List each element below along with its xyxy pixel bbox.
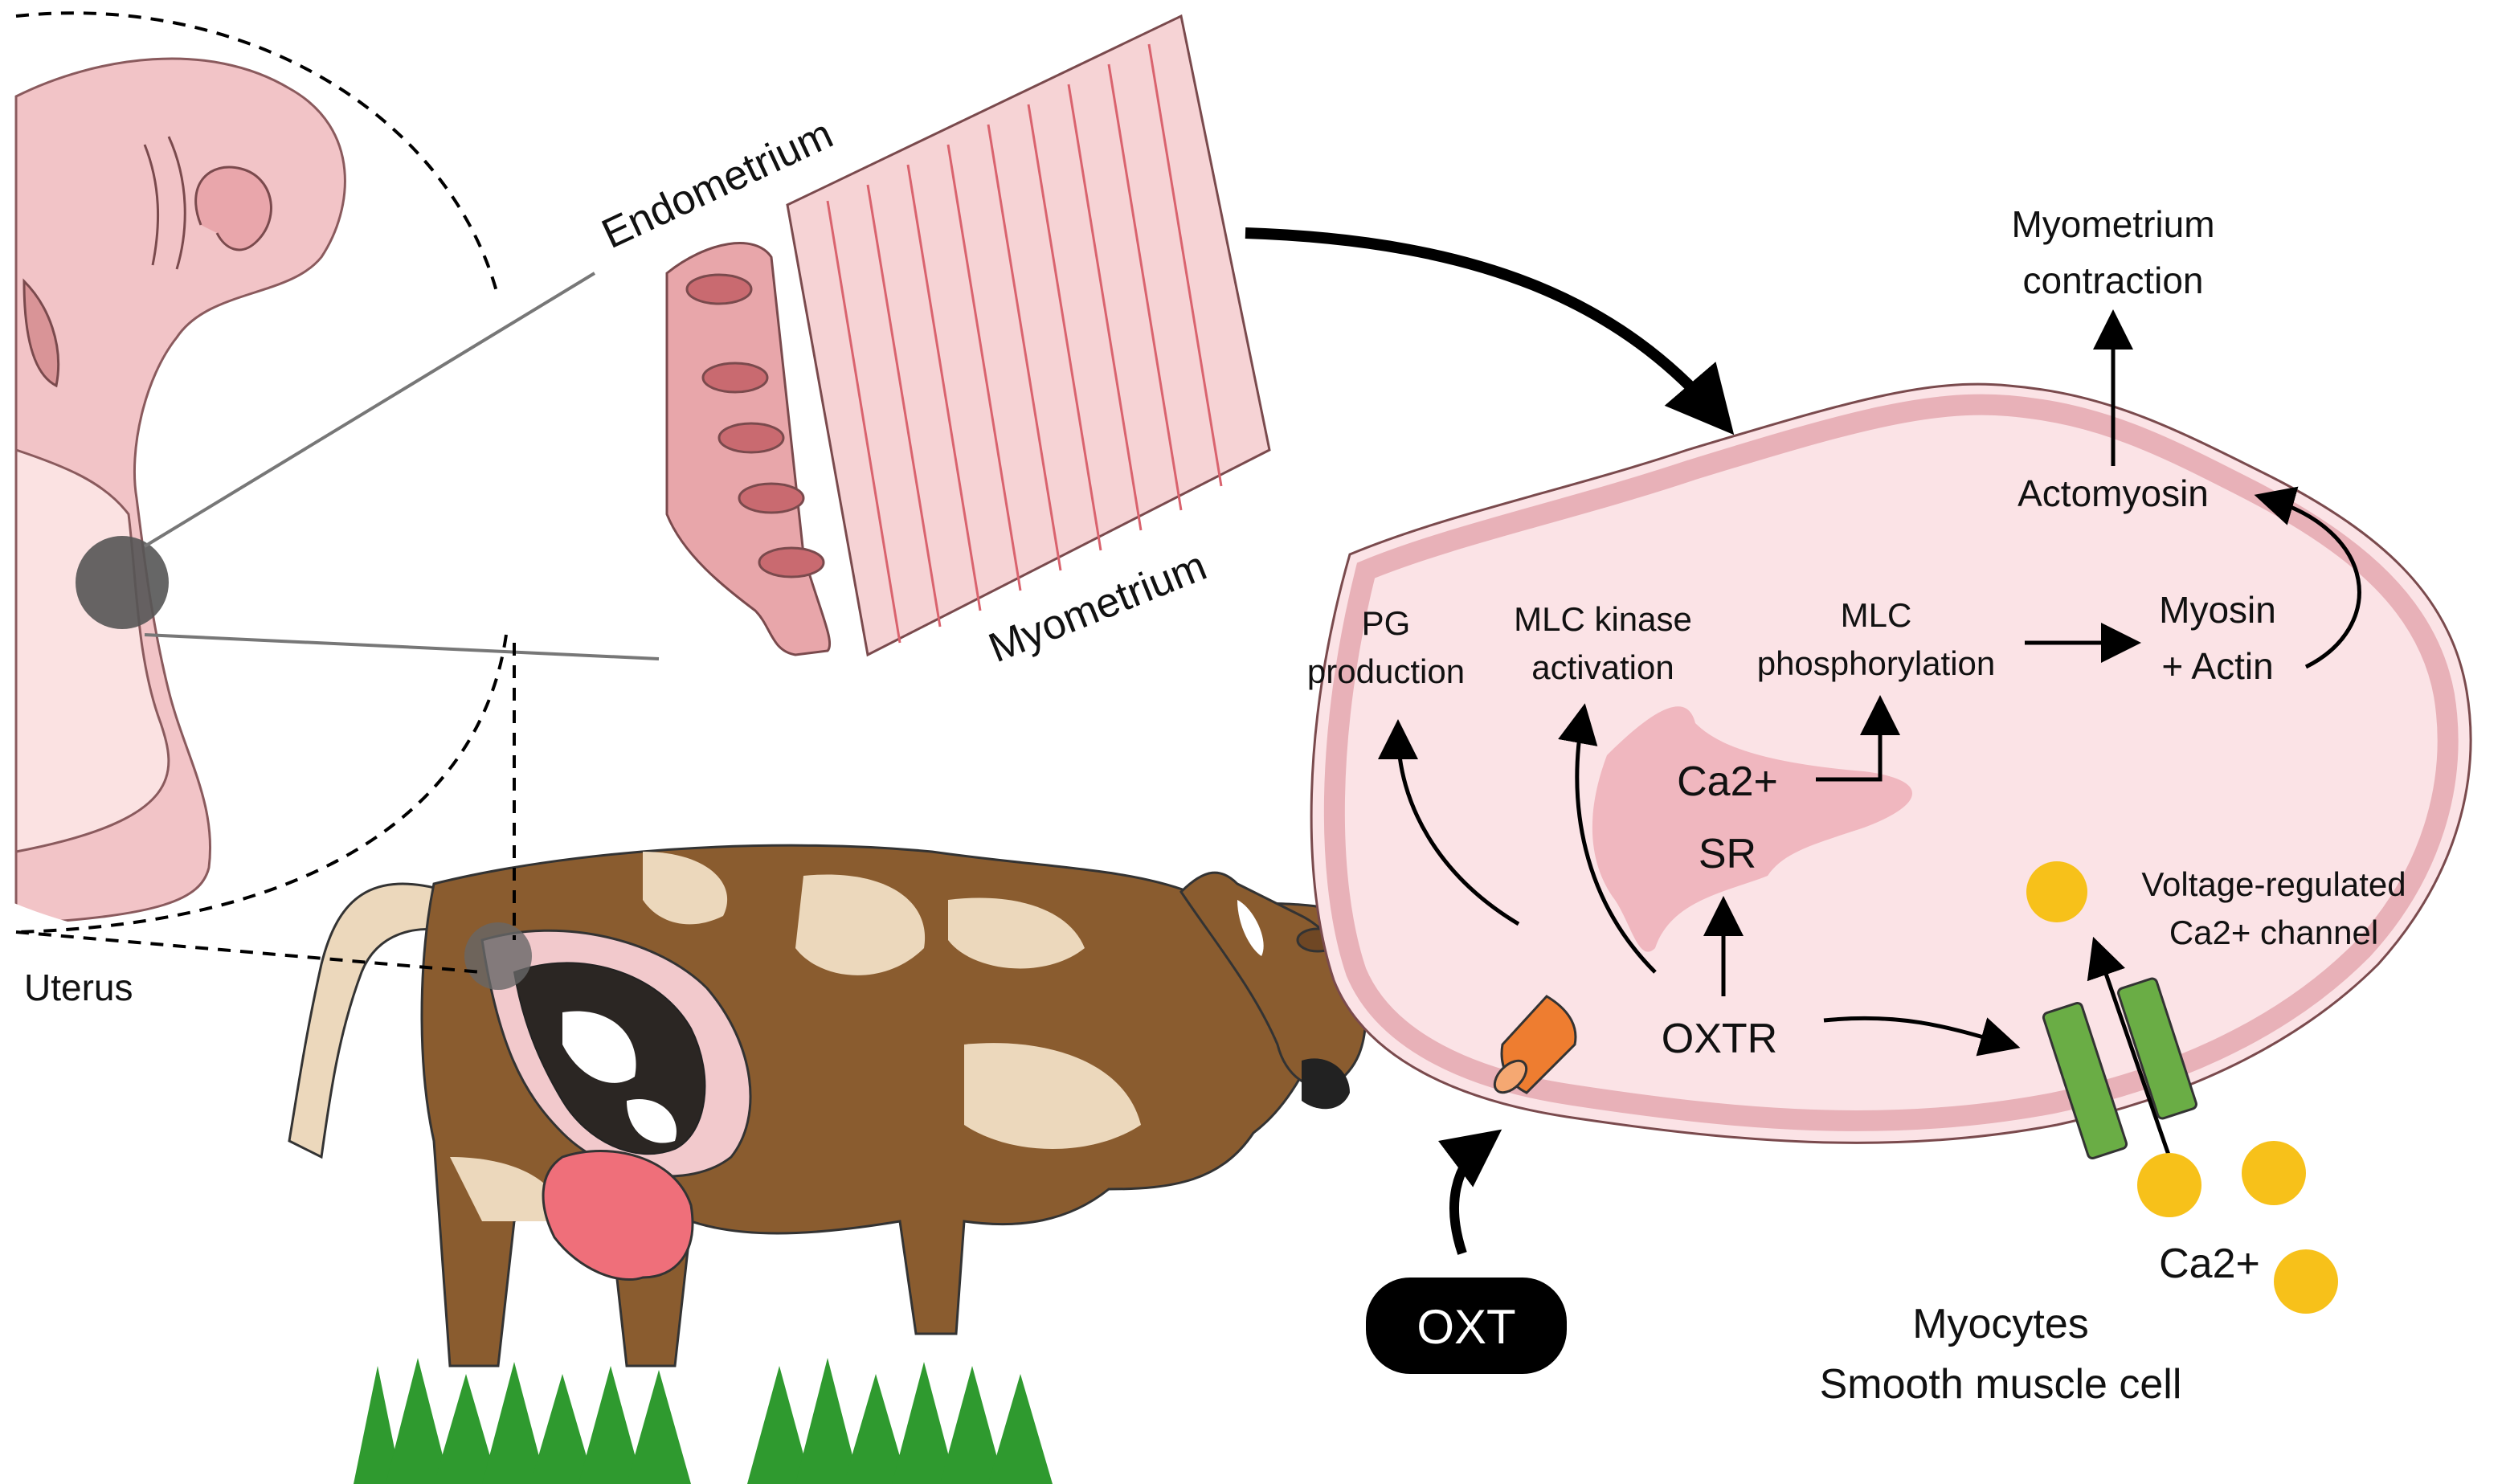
sarcoplasmic-reticulum — [1592, 706, 1912, 952]
uterus-fold — [194, 166, 272, 251]
cow-patch — [948, 897, 1085, 969]
arrow-oxtr-mlck — [1558, 703, 1657, 974]
myometrium-contraction-label-1: Myometrium — [2011, 203, 2214, 245]
cow-tail — [288, 882, 452, 1159]
channel-subunit-left — [2042, 1001, 2128, 1160]
zoom-arrow — [1245, 227, 1735, 435]
oxtr-receptor — [1493, 995, 1577, 1094]
myosin-label-1: Myosin — [2159, 589, 2276, 631]
gland — [685, 273, 753, 305]
arrow-oxtr-pg — [1378, 719, 1520, 926]
mlcp-label-2: phosphorylation — [1757, 644, 1996, 682]
gland — [701, 362, 769, 394]
cell-labels: Myometrium contraction Actomyosin PG pro… — [1307, 203, 2406, 1408]
cow-head — [1179, 871, 1367, 1089]
myosin-label-2: + Actin — [2161, 645, 2273, 687]
myocytes-label-1: Myocytes — [1912, 1301, 2089, 1347]
gland — [758, 546, 825, 578]
cow-illustration — [15, 643, 1367, 1367]
oxt-label: OXT — [1417, 1300, 1515, 1354]
vrc-label-2: Ca2+ channel — [2169, 914, 2378, 951]
myocyte-cell — [1310, 382, 2472, 1144]
calcium-ions — [2026, 861, 2338, 1314]
arrow-oxt-receptor — [1438, 1129, 1502, 1255]
uterus-label: Uterus — [24, 967, 133, 1008]
pathway-arrows — [1378, 309, 2361, 1158]
uterus-focus-dot — [464, 922, 532, 990]
pg-label-1: PG — [1362, 604, 1411, 642]
tissue-section: Endometrium Myometrium — [595, 14, 1271, 672]
uterus-zoom-panel: Uterus — [14, 11, 660, 1008]
zoom-focus-dot — [76, 536, 169, 629]
oxt-hormone: OXT — [1366, 1129, 1567, 1374]
gland — [738, 482, 805, 514]
zoom-line — [15, 930, 483, 974]
arrow-ca-phos — [1816, 695, 1900, 782]
zoom-circle-outline — [15, 11, 508, 934]
gland — [717, 422, 785, 454]
oxtr-label: OXTR — [1662, 1016, 1777, 1062]
cell-membrane — [1310, 382, 2472, 1144]
grass — [354, 1358, 1053, 1484]
calcium-ion — [2137, 1153, 2201, 1217]
mlcp-label-1: MLC — [1841, 596, 1912, 634]
pg-label-2: production — [1307, 652, 1465, 690]
cow-patch — [964, 1043, 1141, 1149]
actomyosin-label: Actomyosin — [2017, 472, 2209, 514]
ca-out-label: Ca2+ — [2159, 1241, 2260, 1287]
myometrium-block — [786, 14, 1271, 657]
calcium-ion — [2274, 1249, 2338, 1314]
cow-snout — [1302, 1058, 1350, 1110]
mlck-label-1: MLC kinase — [1514, 600, 1692, 638]
myocytes-label-2: Smooth muscle cell — [1820, 1361, 2182, 1408]
channel-subunit-right — [2117, 977, 2197, 1120]
cow-patch — [795, 874, 926, 975]
calcium-channel — [2042, 977, 2197, 1160]
ca-sr-label: Ca2+ — [1677, 758, 1778, 805]
cow-patch — [450, 1157, 562, 1221]
mlck-label-2: activation — [1531, 648, 1674, 686]
cow-patch — [643, 852, 728, 925]
cow-udder — [542, 1150, 694, 1282]
arrow-calcium-entry — [2087, 936, 2172, 1158]
calcium-ion — [2026, 861, 2087, 922]
arrow-oxtr-channel — [1823, 1016, 2021, 1057]
oxt-badge — [1366, 1278, 1567, 1374]
arrow-myosin-actomyosin — [2254, 486, 2361, 669]
myometrium-contraction-label-2: contraction — [2022, 260, 2203, 301]
cow-blaze — [1237, 900, 1264, 956]
sr-label: SR — [1699, 831, 1756, 877]
vrc-label-1: Voltage-regulated — [2141, 865, 2406, 903]
cell-membrane-inner — [1323, 394, 2459, 1131]
calcium-ion — [2242, 1141, 2306, 1205]
